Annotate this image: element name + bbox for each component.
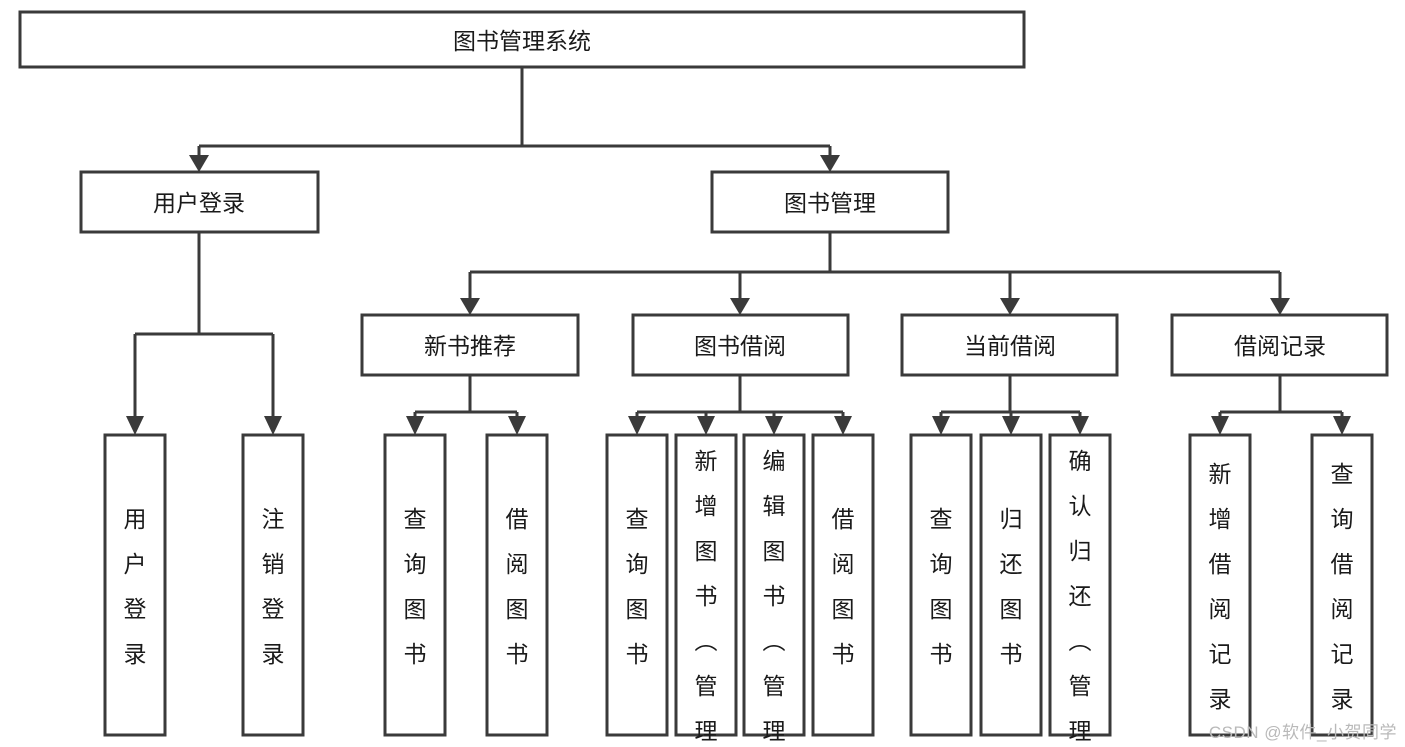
csdn-watermark: CSDN @软件_小贺同学 (1208, 723, 1397, 742)
node-user-login-box[interactable] (79, 170, 320, 234)
leaf-node[interactable]: 查询图书 (605, 433, 669, 737)
node-new-book-recommend[interactable]: 新书推荐 (360, 313, 580, 377)
node-current-borrow-box[interactable] (900, 313, 1119, 377)
leaf-node[interactable]: 归还图书 (979, 433, 1043, 737)
arrowhead-leaf-2 (264, 416, 282, 435)
leaf-node-box[interactable] (1310, 433, 1374, 737)
leaf-node-label: 确认归还︵管理员︶ (1069, 448, 1092, 747)
arrowhead-leaf-8 (834, 416, 852, 435)
leaf-nodes-layer: 用户登录 注销登录 查询图书 借阅图书 查询图书 新增图书︵管理员︶ 编辑图书︵管理员︶ 借阅… (103, 433, 1374, 747)
leaf-node-label: 查询图书 (404, 506, 427, 667)
arrowhead-record (1270, 298, 1290, 315)
node-borrow-record[interactable]: 借阅记录 (1170, 313, 1389, 377)
leaf-node-box[interactable] (1188, 433, 1252, 737)
leaf-node-box[interactable] (383, 433, 447, 737)
leaf-node[interactable]: 用户登录 (103, 433, 167, 737)
node-root-label: 图书管理系统 (453, 28, 591, 54)
leaf-node-label: 借阅图书 (832, 506, 855, 667)
node-current-borrow-label: 当前借阅 (964, 333, 1056, 359)
leaf-node[interactable]: 新增图书︵管理员︶ (674, 433, 738, 747)
leaf-node[interactable]: 查询图书 (383, 433, 447, 737)
node-new-book-recommend-label: 新书推荐 (424, 333, 516, 359)
leaf-node-box[interactable] (811, 433, 875, 737)
node-book-borrow[interactable]: 图书借阅 (631, 313, 850, 377)
leaf-node-box[interactable] (605, 433, 669, 737)
leaf-node-label: 借阅图书 (506, 506, 529, 667)
node-book-management-label: 图书管理 (784, 190, 876, 216)
arrowhead-leaf-1 (126, 416, 144, 435)
leaf-node-box[interactable] (485, 433, 549, 737)
leaf-node-box[interactable] (674, 433, 738, 737)
leaf-node-box[interactable] (103, 433, 167, 737)
arrowhead-current-borrow (1000, 298, 1020, 315)
arrowhead-borrow (730, 298, 750, 315)
leaf-node-label: 新增借阅记录 (1209, 461, 1232, 712)
node-new-book-recommend-box[interactable] (360, 313, 580, 377)
node-root[interactable]: 图书管理系统 (18, 10, 1026, 69)
leaf-node[interactable]: 借阅图书 (485, 433, 549, 737)
arrowhead-leaf-4 (508, 416, 526, 435)
node-book-management-box[interactable] (710, 170, 950, 234)
leaf-node[interactable]: 新增借阅记录 (1188, 433, 1252, 737)
node-book-borrow-label: 图书借阅 (694, 333, 786, 359)
leaf-node-box[interactable] (742, 433, 806, 737)
leaf-node-box[interactable] (1048, 433, 1112, 737)
arrowhead-leaf-6 (697, 416, 715, 435)
leaf-node-label: 编辑图书︵管理员︶ (763, 448, 786, 747)
arrowhead-leaf-11 (1071, 416, 1089, 435)
node-book-management[interactable]: 图书管理 (710, 170, 950, 234)
arrowhead-leaf-5 (628, 416, 646, 435)
arrowhead-new-book (460, 298, 480, 315)
node-borrow-record-box[interactable] (1170, 313, 1389, 377)
leaf-node-box[interactable] (909, 433, 973, 737)
arrow-heads (126, 155, 1351, 435)
node-book-borrow-box[interactable] (631, 313, 850, 377)
leaf-node-label: 用户登录 (124, 506, 147, 667)
arrowhead-book-mgmt (820, 155, 840, 172)
leaf-node-box[interactable] (979, 433, 1043, 737)
leaf-node-label: 新增图书︵管理员︶ (695, 448, 718, 747)
node-user-login-label: 用户登录 (153, 190, 245, 216)
node-user-login[interactable]: 用户登录 (79, 170, 320, 234)
leaf-node-label: 查询图书 (930, 506, 953, 667)
leaf-node[interactable]: 查询图书 (909, 433, 973, 737)
leaf-node[interactable]: 借阅图书 (811, 433, 875, 737)
leaf-node-label: 查询借阅记录 (1331, 461, 1354, 712)
arrowhead-user-login (189, 155, 209, 172)
arrowhead-leaf-3 (406, 416, 424, 435)
node-borrow-record-label: 借阅记录 (1234, 333, 1326, 359)
leaf-node-box[interactable] (241, 433, 305, 737)
arrowhead-leaf-10 (1002, 416, 1020, 435)
leaf-node[interactable]: 编辑图书︵管理员︶ (742, 433, 806, 747)
arrowhead-leaf-12 (1211, 416, 1229, 435)
arrowhead-leaf-9 (932, 416, 950, 435)
arrowhead-leaf-13 (1333, 416, 1351, 435)
leaf-node[interactable]: 查询借阅记录 (1310, 433, 1374, 737)
node-root-box[interactable] (18, 10, 1026, 69)
leaf-node-label: 查询图书 (626, 506, 649, 667)
leaf-node-label: 归还图书 (1000, 506, 1023, 667)
arrowhead-leaf-7 (765, 416, 783, 435)
leaf-node[interactable]: 注销登录 (241, 433, 305, 737)
node-current-borrow[interactable]: 当前借阅 (900, 313, 1119, 377)
leaf-node-label: 注销登录 (262, 506, 285, 667)
leaf-node[interactable]: 确认归还︵管理员︶ (1048, 433, 1112, 747)
